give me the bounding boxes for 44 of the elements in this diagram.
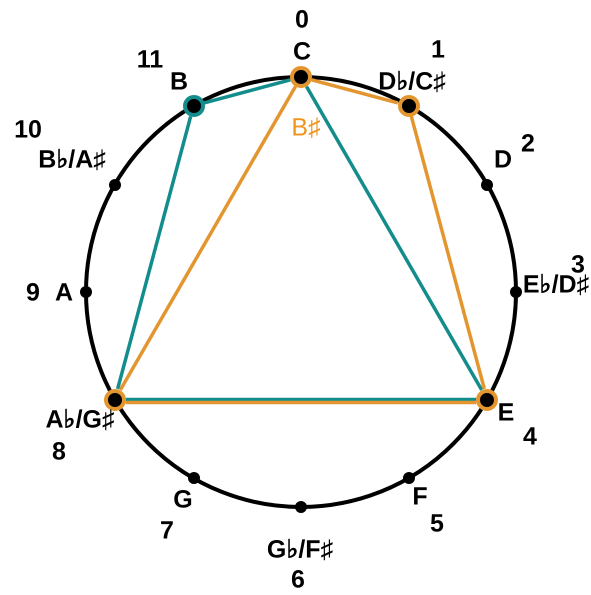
pitch-dot (188, 472, 200, 484)
note-name: B♭/A♯ (38, 148, 106, 172)
pitch-class-number: 6 (291, 568, 305, 592)
note-name: G♭/F♯ (266, 538, 334, 562)
note-name: B♯ (291, 116, 321, 140)
pitch-class-number: 11 (136, 48, 164, 72)
note-name: D♭/C♯ (378, 70, 446, 94)
chord-line (410, 116, 486, 390)
pitch-class-number: 0 (295, 8, 309, 32)
note-name: A (54, 280, 74, 306)
note-name: C (292, 40, 312, 64)
highlighted-pitch-dot (476, 388, 498, 410)
pitch-class-number: 1 (431, 38, 445, 62)
pitch-dot (108, 178, 121, 190)
chord-line (126, 398, 476, 402)
highlighted-pitch-dot (290, 66, 312, 88)
pitch-class-number: 5 (430, 512, 444, 536)
pitch-class-number: 7 (160, 518, 174, 544)
pitch-dot (510, 286, 522, 298)
highlighted-pitch-dot (398, 94, 420, 117)
pitch-dot (481, 178, 494, 190)
note-name: B (170, 70, 188, 94)
pitch-class-number: 2 (521, 132, 535, 156)
chord-line (118, 86, 298, 391)
pitch-dot (295, 501, 307, 513)
note-name: A♭/G♯ (46, 408, 114, 432)
pitch-class-number: 9 (26, 280, 40, 306)
note-name: D (494, 148, 512, 172)
pitch-class-number: 8 (52, 440, 66, 464)
note-name: E (498, 400, 514, 426)
chord-line (311, 78, 398, 105)
chord-line (116, 116, 192, 390)
note-name: F (412, 484, 428, 510)
note-name: E♭/D♯ (522, 272, 590, 298)
pitch-dot (80, 286, 92, 298)
pitch-class-number: 4 (523, 424, 537, 450)
chord-line (304, 86, 484, 391)
chord-line (126, 400, 476, 404)
chord-line (204, 78, 291, 105)
pitch-dot (402, 472, 414, 484)
highlighted-pitch-dot (182, 94, 204, 117)
highlighted-pitch-dot (104, 388, 126, 410)
note-name: G (173, 488, 193, 512)
pitch-class-number: 10 (14, 118, 42, 142)
